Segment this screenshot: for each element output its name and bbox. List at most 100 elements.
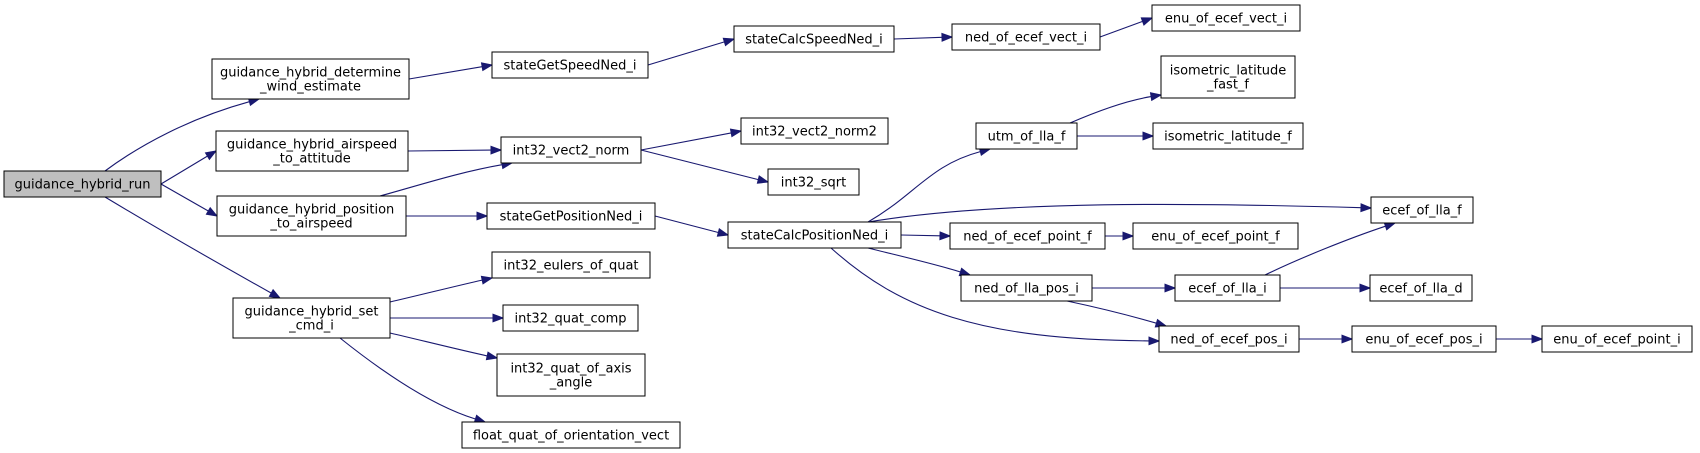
- arrowhead-icon: [1341, 334, 1354, 344]
- node-label: guidance_hybrid_determine: [220, 66, 401, 81]
- node-box: [727, 221, 902, 249]
- arrowhead-icon: [941, 32, 954, 42]
- edge-line: [1264, 225, 1386, 276]
- edge-stateCalcPositionNed-i-to-ecef-of-lla-f: [867, 203, 1373, 223]
- edge-line: [407, 149, 492, 152]
- node-label: _to_airspeed: [269, 217, 352, 232]
- arrowhead-icon: [480, 62, 494, 72]
- node-int32-sqrt[interactable]: int32_sqrt: [767, 168, 860, 196]
- node-box: [733, 25, 895, 53]
- node-label: int32_quat_comp: [514, 312, 626, 327]
- arrowhead-icon: [1164, 283, 1177, 293]
- node-box: [496, 353, 646, 397]
- node-box: [491, 51, 649, 79]
- node-int32-eulers-of-quat[interactable]: int32_eulers_of_quat: [491, 251, 651, 279]
- node-stateCalcSpeedNed-i[interactable]: stateCalcSpeedNed_i: [733, 25, 895, 53]
- node-ned-of-lla-pos-i[interactable]: ned_of_lla_pos_i: [960, 274, 1093, 302]
- node-stateCalcPositionNed-i[interactable]: stateCalcPositionNed_i: [727, 221, 902, 249]
- node-box: [767, 168, 860, 196]
- node-label: guidance_hybrid_set: [245, 305, 379, 320]
- edge-enu-of-ecef-pos-i-to-enu-of-ecef-point-i: [1496, 334, 1544, 344]
- node-label: guidance_hybrid_run: [15, 178, 151, 193]
- node-ecef-of-lla-i[interactable]: ecef_of_lla_i: [1174, 274, 1281, 302]
- node-box: [491, 251, 651, 279]
- node-label: int32_vect2_norm: [513, 144, 630, 159]
- arrowhead-icon: [1149, 92, 1163, 102]
- node-box: [500, 136, 642, 164]
- arrowhead-icon: [476, 211, 489, 221]
- arrowhead-icon: [205, 206, 219, 217]
- edge-line: [867, 247, 961, 273]
- edge-stateCalcSpeedNed-i-to-ned-of-ecef-vect-i: [893, 32, 954, 42]
- node-ned-of-ecef-vect-i[interactable]: ned_of_ecef_vect_i: [951, 23, 1101, 51]
- edge-ned-of-lla-pos-i-to-ecef-of-lla-i: [1092, 283, 1177, 293]
- node-stateGetSpeedNed-i[interactable]: stateGetSpeedNed_i: [491, 51, 649, 79]
- arrowhead-icon: [939, 231, 952, 241]
- node-label: enu_of_ecef_pos_i: [1365, 333, 1482, 348]
- arrowhead-icon: [756, 175, 770, 184]
- node-enu-of-ecef-point-i[interactable]: enu_of_ecef_point_i: [1541, 325, 1693, 353]
- edge-line: [160, 183, 209, 212]
- edge-line: [640, 132, 732, 151]
- edge-ecef-of-lla-i-to-ecef-of-lla-f: [1264, 222, 1397, 276]
- node-label: utm_of_lla_f: [988, 130, 1066, 145]
- node-stateGetPositionNed-i[interactable]: stateGetPositionNed_i: [486, 202, 656, 230]
- node-int32-vect2-norm[interactable]: int32_vect2_norm: [500, 136, 642, 164]
- node-ecef-of-lla-f[interactable]: ecef_of_lla_f: [1370, 196, 1474, 224]
- node-label: _wind_estimate: [259, 80, 361, 95]
- node-ecef-of-lla-d[interactable]: ecef_of_lla_d: [1369, 274, 1473, 302]
- arrowhead-icon: [729, 128, 743, 138]
- node-label: isometric_latitude: [1170, 64, 1287, 79]
- node-guidance-hybrid-airspeed-to-attitude[interactable]: guidance_hybrid_airspeed_to_attitude: [215, 130, 409, 172]
- edge-ned-of-ecef-vect-i-to-enu-of-ecef-vect-i: [1099, 17, 1154, 38]
- node-ned-of-ecef-pos-i[interactable]: ned_of_ecef_pos_i: [1158, 325, 1300, 353]
- node-label: int32_sqrt: [781, 176, 846, 191]
- node-label: _to_attitude: [272, 152, 350, 167]
- edge-int32-vect2-norm-to-int32-vect2-norm2: [640, 128, 743, 151]
- edge-guidance-hybrid-run-to-guidance-hybrid-position-to-airspeed: [160, 183, 219, 217]
- node-enu-of-ecef-pos-i[interactable]: enu_of_ecef_pos_i: [1351, 325, 1497, 353]
- arrowhead-icon: [480, 275, 494, 285]
- arrowhead-icon: [1383, 222, 1397, 231]
- node-ned-of-ecef-point-f[interactable]: ned_of_ecef_point_f: [949, 222, 1106, 250]
- edge-stateCalcPositionNed-i-to-ned-of-lla-pos-i: [867, 247, 972, 277]
- node-int32-quat-comp[interactable]: int32_quat_comp: [502, 304, 639, 332]
- node-isometric-latitude-f[interactable]: isometric_latitude_f: [1152, 122, 1304, 150]
- edge-line: [408, 66, 483, 80]
- node-box: [1541, 325, 1693, 353]
- edge-ned-of-lla-pos-i-to-ned-of-ecef-pos-i: [1066, 300, 1168, 328]
- edge-line: [1099, 20, 1143, 38]
- arrowhead-icon: [1140, 17, 1154, 26]
- node-label: stateCalcPositionNed_i: [741, 229, 888, 244]
- node-guidance-hybrid-determine-wind-estimate[interactable]: guidance_hybrid_determine_wind_estimate: [211, 58, 410, 100]
- node-guidance-hybrid-set-cmd-i[interactable]: guidance_hybrid_set_cmd_i: [232, 297, 391, 339]
- edge-utm-of-lla-f-to-isometric-latitude-fast-f: [1069, 92, 1163, 124]
- node-box: [3, 170, 162, 198]
- node-label: ned_of_ecef_vect_i: [965, 31, 1087, 46]
- node-enu-of-ecef-point-f[interactable]: enu_of_ecef_point_f: [1132, 222, 1299, 250]
- node-label: int32_eulers_of_quat: [503, 259, 638, 274]
- node-isometric-latitude-fast-f[interactable]: isometric_latitude_fast_f: [1160, 55, 1296, 99]
- node-guidance-hybrid-run[interactable]: guidance_hybrid_run: [3, 170, 162, 198]
- node-label: enu_of_ecef_point_f: [1151, 230, 1280, 245]
- node-label: enu_of_ecef_point_i: [1553, 333, 1681, 348]
- node-int32-quat-of-axis-angle[interactable]: int32_quat_of_axis_angle: [496, 353, 646, 397]
- node-box: [1158, 325, 1300, 353]
- edge-line: [1069, 96, 1152, 124]
- edge-guidance-hybrid-set-cmd-i-to-int32-eulers-of-quat: [389, 275, 494, 303]
- edge-line: [830, 247, 1150, 342]
- node-float-quat-of-orientation-vect[interactable]: float_quat_of_orientation_vect: [461, 421, 681, 449]
- edge-line: [647, 41, 725, 66]
- node-enu-of-ecef-vect-i[interactable]: enu_of_ecef_vect_i: [1151, 4, 1301, 32]
- edge-utm-of-lla-f-to-isometric-latitude-f: [1077, 131, 1155, 141]
- node-box: [211, 58, 410, 100]
- node-utm-of-lla-f[interactable]: utm_of_lla_f: [975, 122, 1078, 150]
- arrowhead-icon: [485, 351, 499, 361]
- node-int32-vect2-norm2[interactable]: int32_vect2_norm2: [740, 117, 889, 145]
- edge-layer: [104, 17, 1544, 424]
- node-box: [1151, 4, 1301, 32]
- node-box: [1132, 222, 1299, 250]
- node-guidance-hybrid-position-to-airspeed[interactable]: guidance_hybrid_position_to_airspeed: [216, 195, 407, 237]
- edge-int32-vect2-norm-to-int32-sqrt: [640, 149, 770, 184]
- arrowhead-icon: [1531, 334, 1544, 344]
